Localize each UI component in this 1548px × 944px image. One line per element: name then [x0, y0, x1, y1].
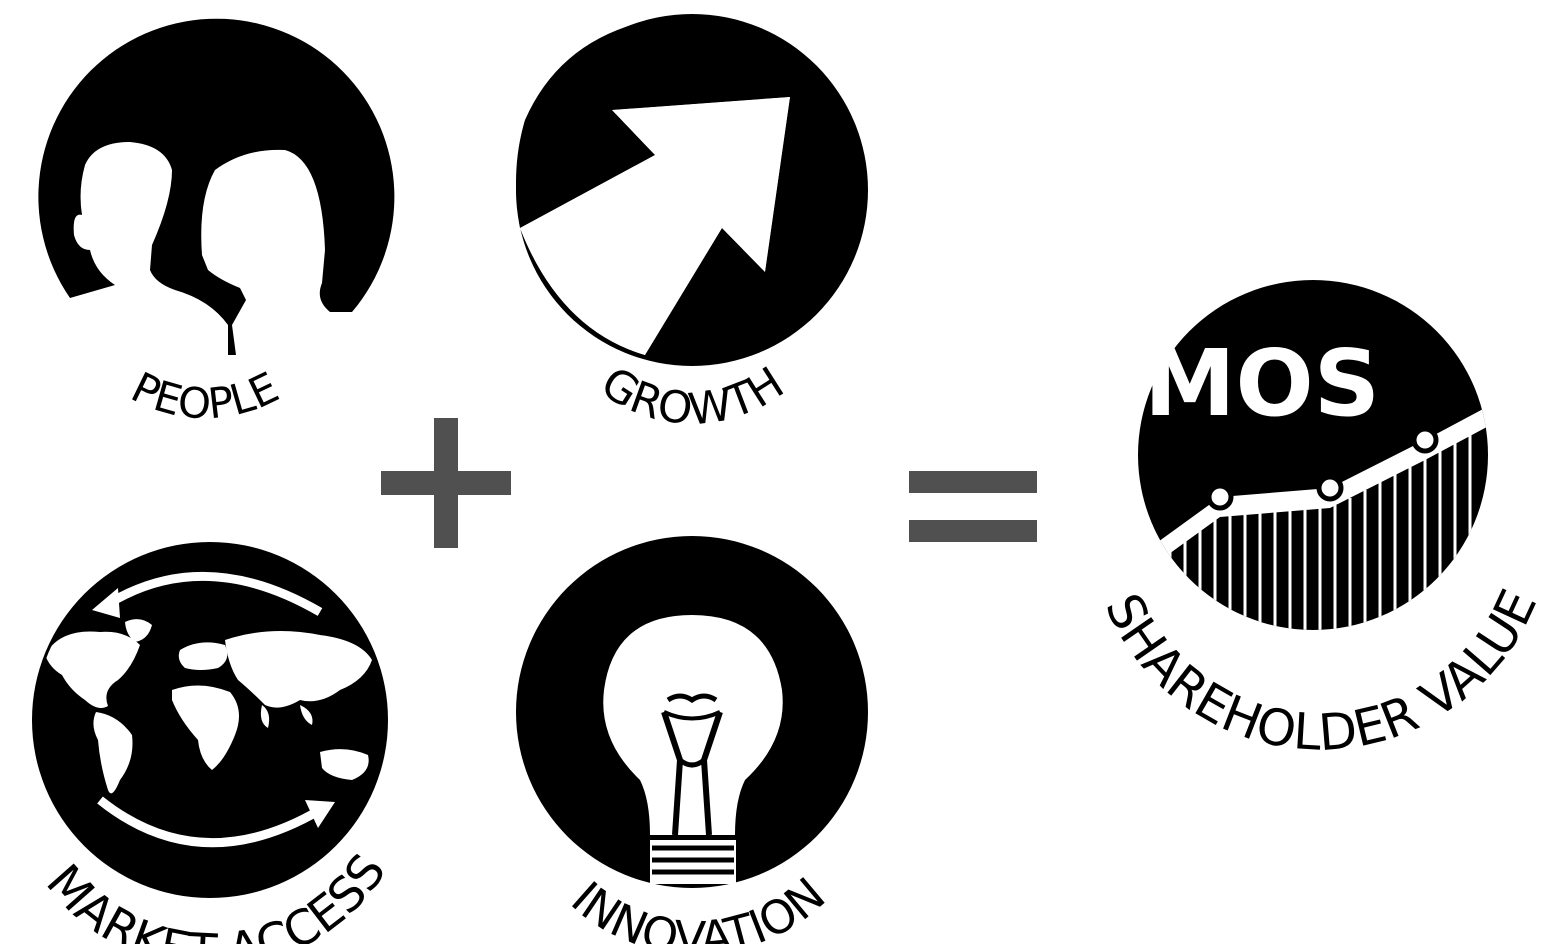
- mos-title: MOS: [1144, 330, 1380, 437]
- innovation-item: INNOVATION: [516, 536, 868, 944]
- growth-label: GROWTH: [592, 357, 793, 436]
- plus-icon: [381, 418, 511, 548]
- market-access-item: MARKET ACCESS: [32, 542, 397, 944]
- mos-result-item: MOS SHAREHOLDER VALUE: [1094, 280, 1548, 762]
- equals-icon: [909, 471, 1037, 542]
- chart-point: [1316, 474, 1344, 502]
- people-label: PEOPLE: [124, 362, 286, 428]
- chart-point: [1206, 483, 1234, 511]
- growth-item: GROWTH: [516, 14, 868, 436]
- chart-point: [1411, 426, 1439, 454]
- globe-icon: [32, 542, 388, 898]
- people-item: PEOPLE: [38, 18, 395, 429]
- arrow-up-right-icon: [516, 14, 868, 366]
- people-icon: [38, 18, 395, 356]
- lightbulb-icon: [516, 536, 868, 888]
